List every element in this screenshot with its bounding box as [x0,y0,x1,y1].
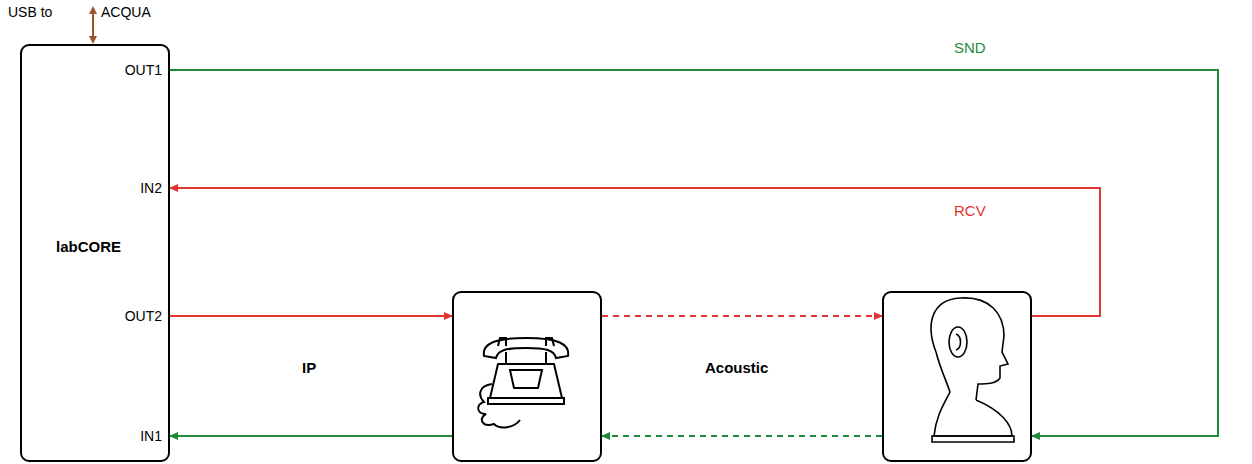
head-outline [931,298,1008,400]
signal-wire [170,315,452,317]
pin-name: IN1 [96,428,162,444]
pin-name: OUT1 [96,62,162,78]
pin-name: OUT2 [96,308,162,324]
signal-name: RCV [954,203,986,219]
phone-cradle [506,352,546,364]
head-back [936,352,950,392]
telephone-box [452,291,602,462]
device-name: labCORE [56,238,121,255]
device-box: labCORE [20,44,170,462]
signal-wire [170,188,1100,316]
head-ear [949,327,967,357]
torso-outline [934,392,1012,436]
phone-body [490,364,562,398]
interface-label: USB to [8,4,78,20]
phone-keypad [510,370,542,388]
path-type-label: Acoustic [705,360,795,376]
usb-link-arrow [92,10,94,40]
telephone-icon [478,338,568,427]
phone-cord [478,384,520,427]
acoustic-path [602,435,882,437]
head-box [882,291,1032,462]
phone-handset [484,338,568,358]
path-type-label: IP [302,360,342,376]
phone-base [488,398,564,404]
signal-wire [170,70,1218,436]
ear-detail [956,334,961,350]
interface-label: ACQUA [101,4,181,20]
phone-handset-ends [498,338,554,346]
signal-wire [170,435,452,437]
acoustic-path [602,315,882,317]
artificial-head-icon [931,298,1014,442]
pin-name: IN2 [96,180,162,196]
torso-base [932,436,1014,442]
signal-name: SND [954,40,986,56]
